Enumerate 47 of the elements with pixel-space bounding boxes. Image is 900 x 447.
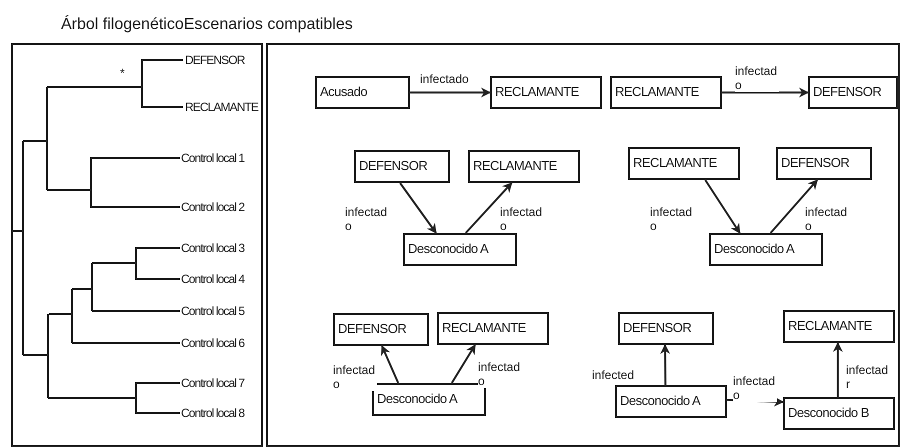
entity-box: Desconocido B bbox=[783, 397, 895, 430]
arrow bbox=[464, 182, 512, 234]
arrow bbox=[410, 88, 491, 98]
entity-box: RECLAMANTE bbox=[468, 150, 580, 183]
arrow bbox=[660, 344, 670, 386]
edge-label: infectad o bbox=[805, 205, 849, 233]
leaf-label: Control local 3 bbox=[181, 241, 244, 255]
leaf-label: Control local 7 bbox=[181, 376, 244, 390]
arrow bbox=[704, 179, 741, 234]
entity-box: DEFENSOR bbox=[776, 147, 872, 180]
edge-label: infectad o bbox=[733, 374, 777, 402]
edge-label: infectad o bbox=[650, 205, 694, 233]
entity-box: RECLAMANTE bbox=[783, 310, 895, 343]
entity-box: Desconocido A bbox=[709, 233, 823, 266]
leaf-label: Control local 5 bbox=[181, 304, 244, 318]
entity-box: DEFENSOR bbox=[808, 76, 898, 109]
entity-box: Acusado bbox=[315, 76, 410, 109]
edge-label: infectad o bbox=[500, 205, 544, 233]
leaf-label: Control local 2 bbox=[181, 200, 244, 214]
title: Árbol filogenéticoEscenarios compatibles bbox=[61, 16, 353, 34]
arrow bbox=[381, 345, 400, 384]
entity-box: RECLAMANTE bbox=[437, 312, 549, 345]
edge-label: infectad r bbox=[846, 363, 890, 391]
edge-label: infectad o bbox=[345, 205, 389, 233]
entity-box: DEFENSOR bbox=[618, 312, 714, 345]
edge-label: infectad o bbox=[478, 360, 522, 388]
leaf-label: Control local 8 bbox=[181, 406, 244, 420]
arrow bbox=[399, 182, 437, 234]
entity-box: Desconocido A bbox=[615, 385, 727, 418]
entity-box: DEFENSOR bbox=[354, 150, 450, 183]
entity-box: Desconocido A bbox=[403, 233, 517, 266]
leaf-label: RECLAMANTE bbox=[185, 100, 258, 114]
leaf-label: Control local 4 bbox=[181, 272, 244, 286]
leaf-label: DEFENSOR bbox=[185, 53, 244, 67]
edge-label: infectad o bbox=[735, 64, 779, 92]
edge-label: infectad o bbox=[333, 363, 377, 391]
arrow bbox=[770, 179, 818, 234]
entity-box: DEFENSOR bbox=[333, 313, 429, 346]
leaf-label: Control local 1 bbox=[181, 151, 244, 165]
entity-box: RECLAMANTE bbox=[628, 147, 740, 180]
arrow bbox=[722, 88, 809, 98]
arrow bbox=[450, 344, 476, 384]
leaf-label: Control local 6 bbox=[181, 336, 244, 350]
entity-box: RECLAMANTE bbox=[610, 76, 722, 109]
arrow bbox=[832, 342, 843, 397]
entity-box: RECLAMANTE bbox=[490, 76, 602, 109]
asterisk-mark: * bbox=[120, 66, 124, 80]
